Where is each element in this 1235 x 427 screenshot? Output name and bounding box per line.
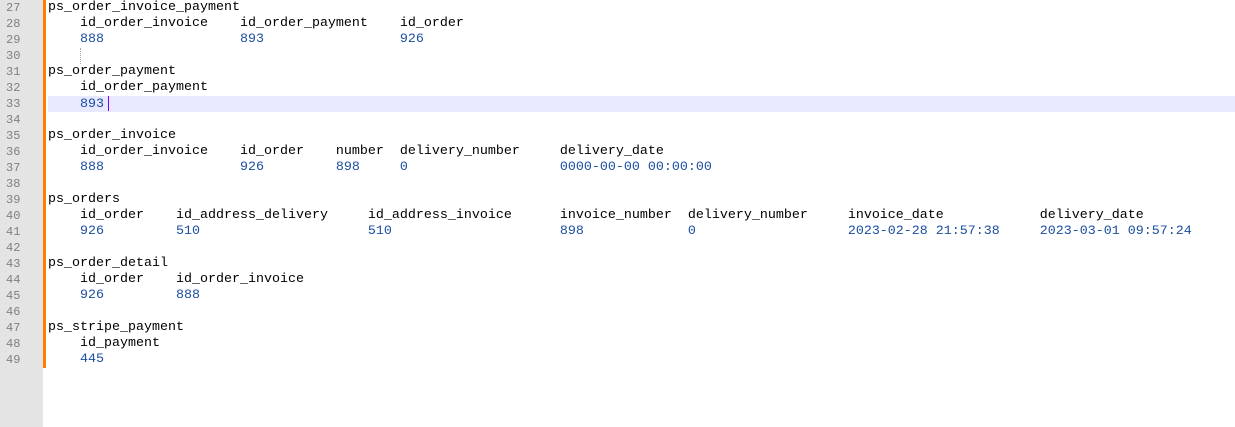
editor-line[interactable]: 45 926 888	[6, 288, 1235, 304]
editor-line[interactable]: 38	[6, 176, 1235, 192]
editor-line[interactable]: 41 926 510 510 898 0 2023-02-28 21:57:38…	[6, 224, 1235, 240]
line-number: 42	[6, 241, 21, 255]
line-number: 33	[6, 97, 21, 111]
editor-line[interactable]: 39 ps_orders	[6, 192, 1235, 208]
editor-line[interactable]: 28 id_order_invoice id_order_payment id_…	[6, 16, 1235, 32]
editor-line[interactable]: 35 ps_order_invoice	[6, 128, 1235, 144]
line-number: 30	[6, 49, 21, 63]
editor-line[interactable]: 30	[6, 48, 1235, 64]
line-number: 38	[6, 177, 21, 191]
line-number: 46	[6, 305, 21, 319]
line-number: 49	[6, 353, 21, 367]
line-number: 34	[6, 113, 21, 127]
line-number: 47	[6, 321, 21, 335]
line-text: id_order id_address_delivery id_address_…	[48, 208, 1144, 223]
line-text: 888 893 926	[48, 32, 424, 47]
line-text: ps_orders	[48, 192, 120, 207]
editor-line[interactable]: 32 id_order_payment	[6, 80, 1235, 96]
editor-line[interactable]: 36 id_order_invoice id_order number deli…	[6, 144, 1235, 160]
line-number: 39	[6, 193, 21, 207]
line-number: 36	[6, 145, 21, 159]
line-number: 45	[6, 289, 21, 303]
editor-line[interactable]: 46	[6, 304, 1235, 320]
editor-line[interactable]: 40 id_order id_address_delivery id_addre…	[6, 208, 1235, 224]
line-text: id_order_invoice id_order number deliver…	[48, 144, 664, 159]
line-number: 28	[6, 17, 21, 31]
line-text: 926 888	[48, 288, 200, 303]
line-number: 37	[6, 161, 21, 175]
line-text: id_payment	[48, 336, 160, 351]
editor-line[interactable]: 31 ps_order_payment	[6, 64, 1235, 80]
editor-line[interactable]: 29 888 893 926	[6, 32, 1235, 48]
line-number: 31	[6, 65, 21, 79]
line-text: 445	[48, 352, 104, 367]
line-number: 29	[6, 33, 21, 47]
line-text: 888 926 898 0 0000-00-00 00:00:00	[48, 160, 712, 175]
editor-line[interactable]: 34	[6, 112, 1235, 128]
line-number: 40	[6, 209, 21, 223]
line-text: ps_order_invoice	[48, 128, 176, 143]
line-number: 43	[6, 257, 21, 271]
change-history-bar	[43, 0, 46, 368]
editor-line[interactable]: 49 445	[6, 352, 1235, 368]
line-text: id_order_invoice id_order_payment id_ord…	[48, 16, 464, 31]
line-number: 32	[6, 81, 21, 95]
line-text: 893	[48, 97, 104, 113]
line-number: 48	[6, 337, 21, 351]
text-cursor	[108, 96, 109, 111]
line-number: 27	[6, 1, 21, 15]
line-text: id_order_payment	[48, 80, 208, 95]
editor-line[interactable]: 42	[6, 240, 1235, 256]
indent-guide	[80, 48, 81, 64]
editor-line[interactable]: 44 id_order id_order_invoice	[6, 272, 1235, 288]
line-text: ps_stripe_payment	[48, 320, 184, 335]
editor-line[interactable]: 43 ps_order_detail	[6, 256, 1235, 272]
line-text: 926 510 510 898 0 2023-02-28 21:57:38 20…	[48, 224, 1192, 239]
line-number: 35	[6, 129, 21, 143]
current-line[interactable]: 33 893	[6, 96, 1235, 113]
line-text: ps_order_invoice_payment	[48, 0, 240, 15]
line-number: 41	[6, 225, 21, 239]
editor-line[interactable]: 48 id_payment	[6, 336, 1235, 352]
line-number-gutter	[0, 0, 43, 427]
line-text: ps_order_payment	[48, 64, 176, 79]
line-text: ps_order_detail	[48, 256, 168, 271]
editor-line[interactable]: 37 888 926 898 0 0000-00-00 00:00:00	[6, 160, 1235, 176]
line-number: 44	[6, 273, 21, 287]
line-text: id_order id_order_invoice	[48, 272, 304, 287]
editor-line[interactable]: 47 ps_stripe_payment	[6, 320, 1235, 336]
editor-line[interactable]: 27 ps_order_invoice_payment	[6, 0, 1235, 16]
